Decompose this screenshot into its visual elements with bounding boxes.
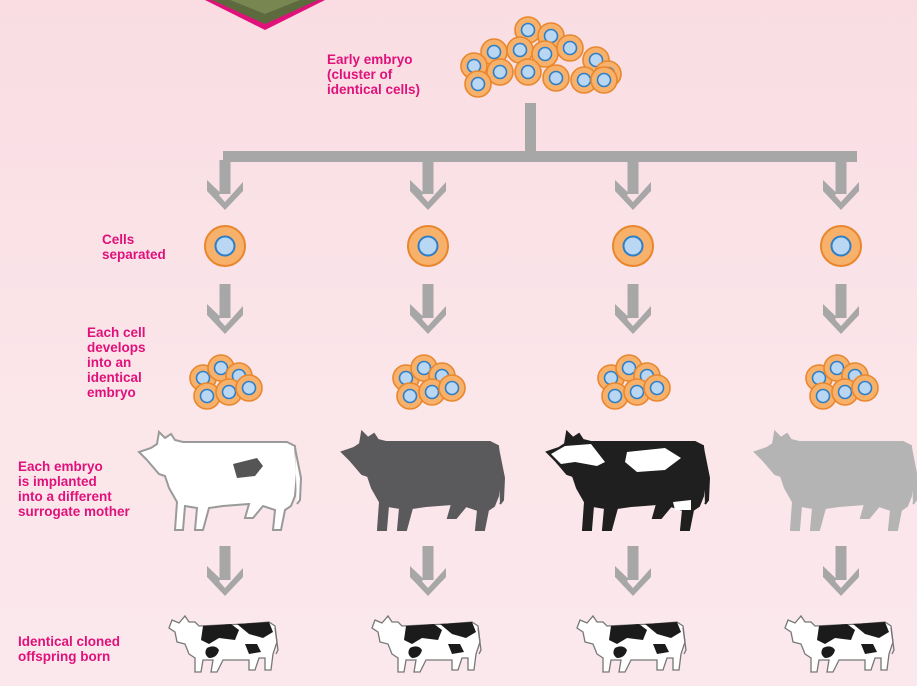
embryo-cell: [557, 35, 583, 61]
branch-arrows: [207, 160, 859, 210]
cloned-calf: [785, 616, 894, 672]
down-arrow: [823, 160, 859, 210]
surrogate-white-cow: [139, 432, 301, 530]
down-arrow: [410, 546, 446, 596]
label-each-cell-develops: Each cell develops into an identical emb…: [87, 325, 146, 400]
down-arrow: [615, 546, 651, 596]
down-arrow: [410, 160, 446, 210]
branch-connector: [223, 103, 857, 162]
cow-photo-corner: [205, 0, 325, 30]
embryo-cell: [515, 59, 541, 85]
column-2: [342, 226, 504, 672]
down-arrow: [615, 160, 651, 210]
down-arrow: [823, 546, 859, 596]
cloned-calf: [577, 616, 686, 672]
early-embryo-cluster: [461, 17, 621, 97]
surrogate-light-grey-cow: [755, 432, 917, 530]
cloned-calf: [372, 616, 481, 672]
column-1: [139, 226, 301, 672]
embryo-cell: [644, 375, 670, 401]
label-identical-offspring: Identical cloned offspring born: [18, 634, 120, 664]
embryo-cell: [543, 65, 569, 91]
down-arrow: [615, 284, 651, 334]
identical-embryo: [806, 355, 878, 409]
label-early-embryo: Early embryo (cluster of identical cells…: [327, 52, 420, 97]
column-4: [755, 226, 917, 672]
down-arrow: [207, 546, 243, 596]
identical-embryo: [393, 355, 465, 409]
down-arrow: [823, 284, 859, 334]
separated-cell: [408, 226, 448, 266]
down-arrow: [207, 160, 243, 210]
separated-cell: [613, 226, 653, 266]
down-arrow: [410, 284, 446, 334]
label-cells-separated: Cells separated: [102, 232, 166, 262]
identical-embryo: [598, 355, 670, 409]
separated-cell: [821, 226, 861, 266]
embryo-cell: [591, 67, 617, 93]
column-3: [547, 226, 709, 672]
embryo-cell: [439, 375, 465, 401]
label-each-embryo-implanted: Each embryo is implanted into a differen…: [18, 459, 130, 519]
cloned-calf: [169, 616, 278, 672]
embryo-cell: [465, 71, 491, 97]
identical-embryo: [190, 355, 262, 409]
embryo-cell: [852, 375, 878, 401]
surrogate-dark-grey-cow: [342, 432, 504, 530]
surrogate-holstein-cow: [547, 432, 709, 530]
down-arrow: [207, 284, 243, 334]
separated-cell: [205, 226, 245, 266]
embryo-cell: [236, 375, 262, 401]
